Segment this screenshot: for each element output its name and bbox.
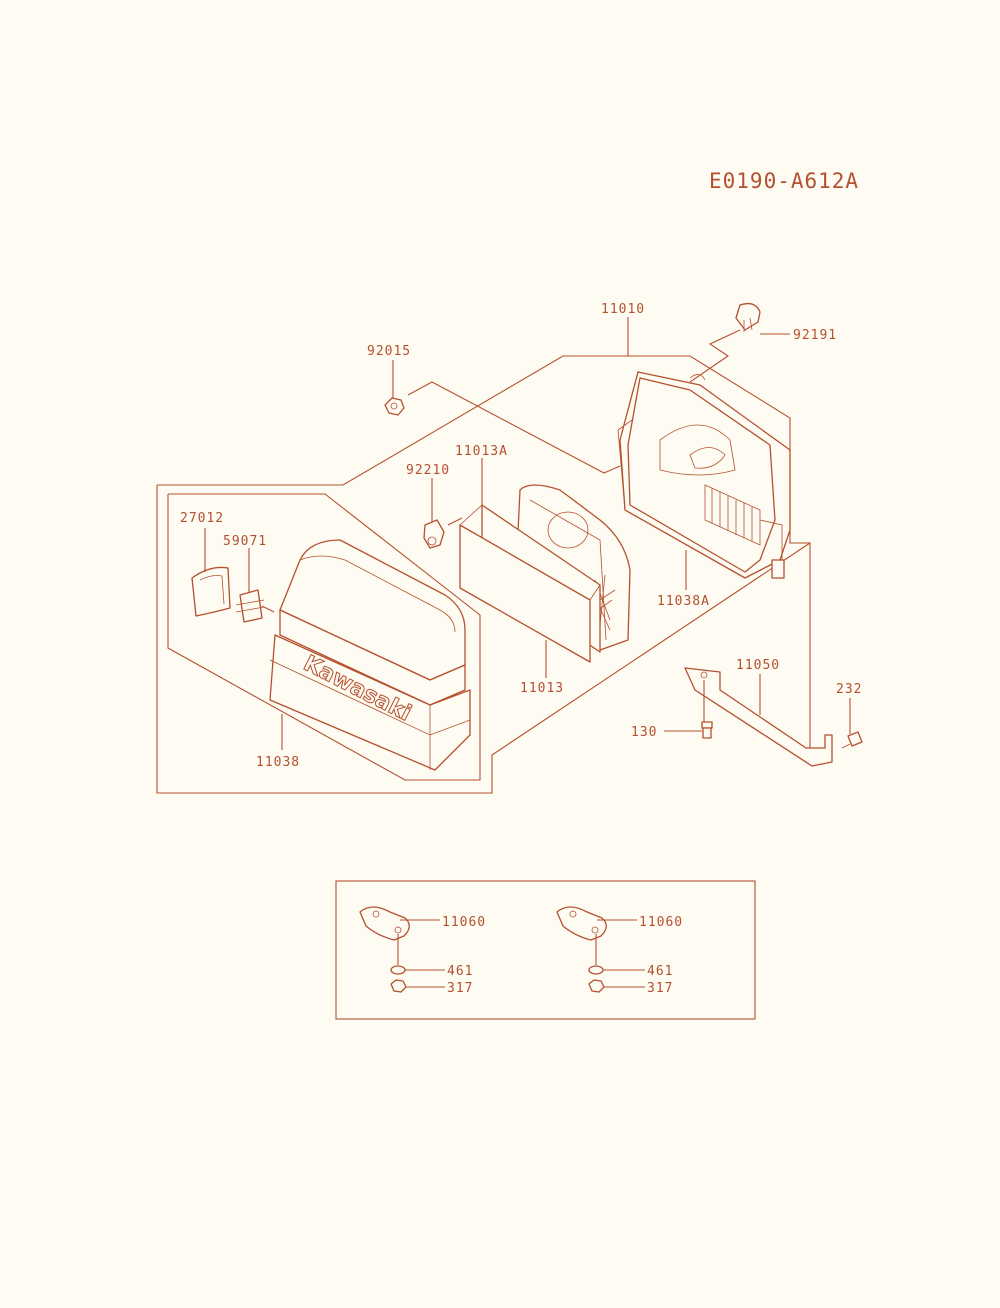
inset-left-nut-label: 317 [447, 981, 473, 996]
inset-right-nut-label: 317 [647, 981, 673, 996]
inset-left-gasket-label: 11060 [442, 915, 486, 930]
label-130: 130 [631, 725, 657, 740]
label-11013: 11013 [520, 681, 564, 696]
clip-59071 [235, 589, 265, 623]
label-232: 232 [836, 682, 862, 697]
label-92210: 92210 [406, 463, 450, 478]
nut-92015 [384, 397, 405, 416]
assembly-outline [156, 355, 811, 794]
clamp-92210 [423, 519, 445, 549]
label-11038: 11038 [256, 755, 300, 770]
inset-right-washer-label: 461 [647, 964, 673, 979]
leader-lines [204, 317, 851, 750]
label-11010: 11010 [601, 302, 645, 317]
air-cleaner-cover: Kawasaki [269, 539, 471, 771]
label-11038A: 11038A [657, 594, 710, 609]
inset-left-set: 11060 461 317 [359, 906, 486, 996]
air-cleaner-base [617, 371, 791, 579]
label-11013A: 11013A [455, 444, 508, 459]
latch-27012 [191, 566, 231, 617]
diagram-code: E0190-A612A [709, 169, 859, 193]
label-92015: 92015 [367, 344, 411, 359]
label-27012: 27012 [180, 511, 224, 526]
bracket-11050 [684, 667, 833, 767]
clip-92191 [735, 302, 761, 332]
inset-right-set: 11060 461 317 [556, 906, 683, 996]
filter-element-11013 [459, 504, 601, 663]
inset-box: 11060 461 317 11060 461 317 [335, 880, 756, 1020]
inset-left-washer-label: 461 [447, 964, 473, 979]
label-59071: 59071 [223, 534, 267, 549]
screw-232 [841, 731, 863, 749]
bolt-130 [701, 721, 713, 739]
label-11050: 11050 [736, 658, 780, 673]
label-92191: 92191 [793, 328, 837, 343]
inset-right-gasket-label: 11060 [639, 915, 683, 930]
